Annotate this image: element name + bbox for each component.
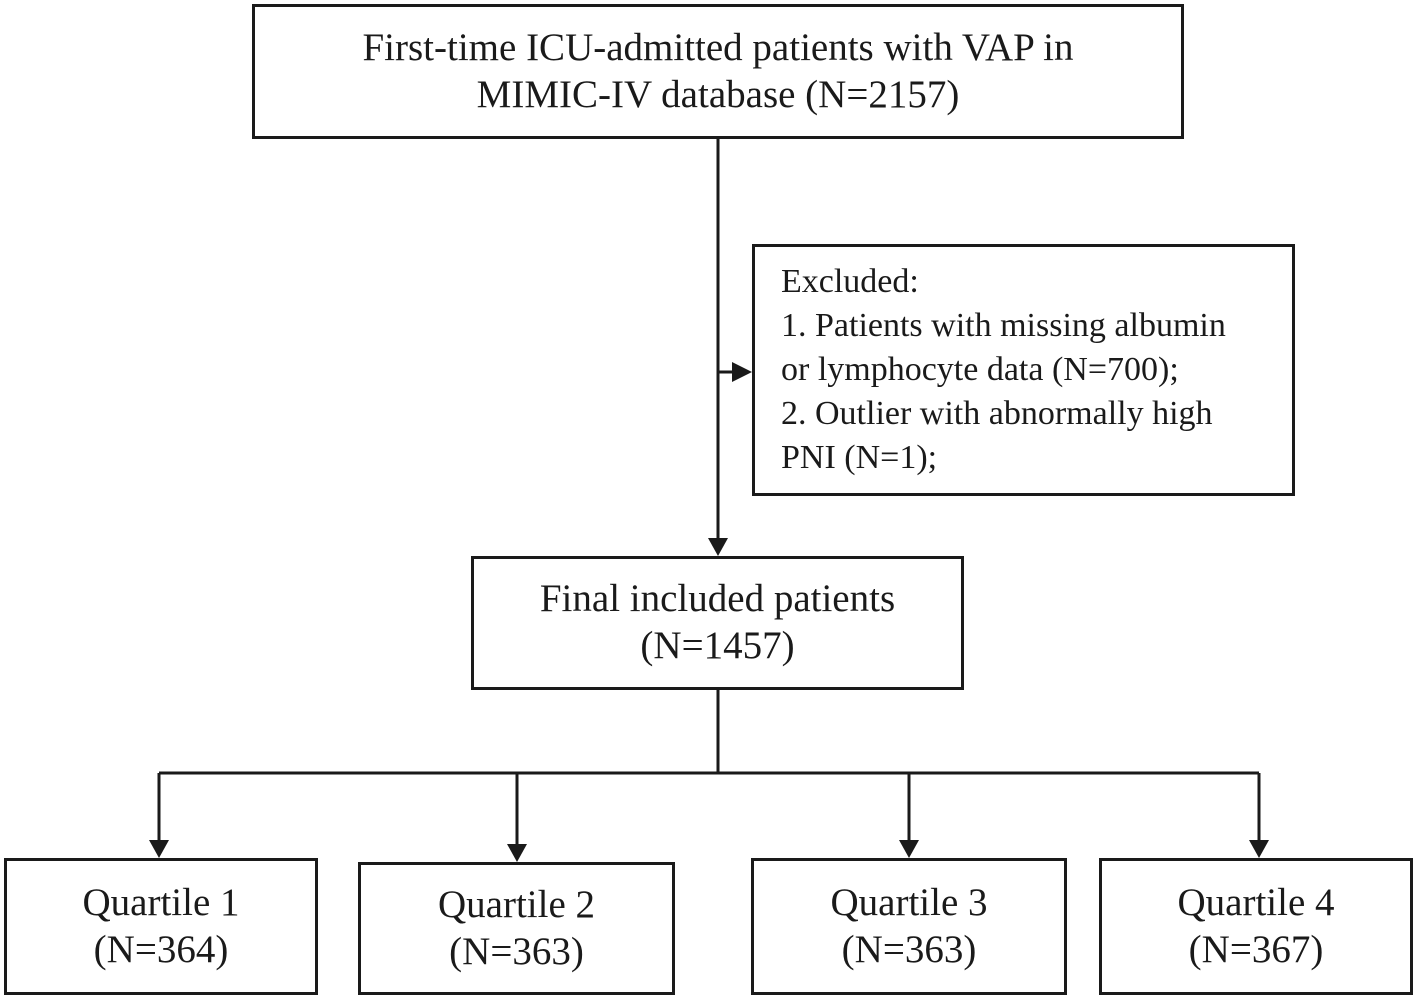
source-population-box: First-time ICU-admitted patients with VA… xyxy=(252,4,1184,139)
final-line-1: Final included patients xyxy=(539,577,896,621)
arrowhead-q3 xyxy=(899,840,919,858)
excluded-box: Excluded: 1. Patients with missing album… xyxy=(752,244,1295,496)
quartile-1-label: Quartile 1 xyxy=(82,880,240,924)
quartile-3-box: Quartile 3 (N=363) xyxy=(751,858,1067,995)
quartile-1-box: Quartile 1 (N=364) xyxy=(4,858,318,995)
quartile-4-count: (N=367) xyxy=(1188,927,1324,971)
arrowhead-final xyxy=(708,538,728,556)
excluded-line-4: PNI (N=1); xyxy=(781,438,938,476)
arrowhead-q1 xyxy=(149,840,169,858)
quartile-2-box: Quartile 2 (N=363) xyxy=(358,862,675,995)
quartile-2-count: (N=363) xyxy=(449,929,584,973)
source-line-1: First-time ICU-admitted patients with VA… xyxy=(362,25,1074,69)
arrowhead-q2 xyxy=(507,844,527,862)
quartile-1-count: (N=364) xyxy=(93,927,229,971)
arrowhead-excluded xyxy=(732,362,752,382)
quartile-2-label: Quartile 2 xyxy=(437,882,596,926)
excluded-line-1: 1. Patients with missing albumin xyxy=(781,307,1226,345)
source-line-2: MIMIC-IV database (N=2157) xyxy=(476,72,960,116)
excluded-line-3: 2. Outlier with abnormally high xyxy=(781,394,1213,432)
quartile-3-label: Quartile 3 xyxy=(830,880,988,924)
arrowhead-q4 xyxy=(1249,840,1269,858)
final-line-2: (N=1457) xyxy=(640,624,795,667)
quartile-4-box: Quartile 4 (N=367) xyxy=(1099,858,1413,995)
quartile-3-count: (N=363) xyxy=(841,927,977,971)
quartile-4-label: Quartile 4 xyxy=(1177,880,1335,924)
excluded-line-2: or lymphocyte data (N=700); xyxy=(781,351,1179,389)
final-included-box: Final included patients (N=1457) xyxy=(471,556,964,690)
excluded-heading: Excluded: xyxy=(781,263,919,301)
